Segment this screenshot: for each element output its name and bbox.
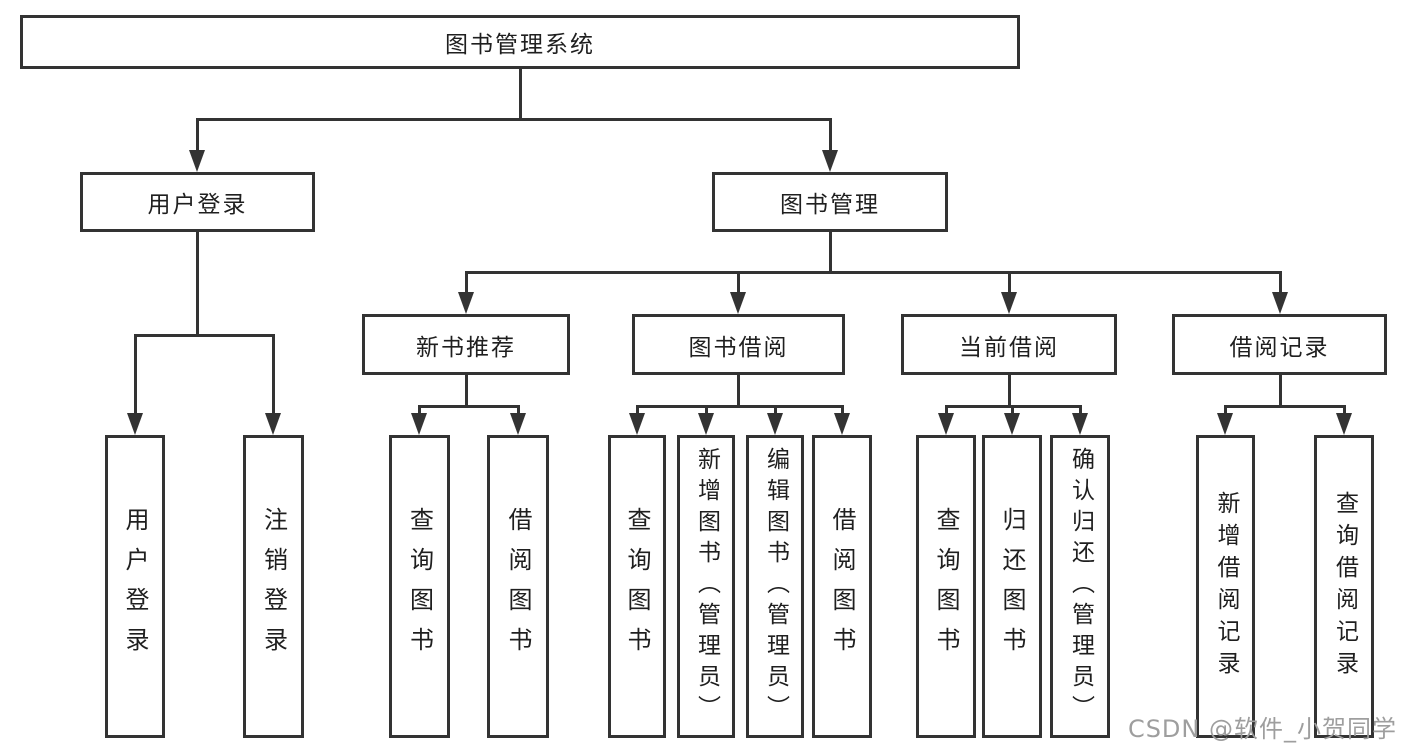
leaf-edit-books-admin: 编辑图书（管理员） — [746, 435, 804, 738]
leaf-label: 查询图书 — [623, 506, 651, 667]
connector-drop-confirm-return — [1078, 405, 1082, 417]
connector-drop-user-login-group — [195, 118, 199, 152]
arrow-query-current — [938, 413, 954, 435]
node-label: 当前借阅 — [959, 334, 1059, 361]
leaf-label: 编辑图书（管理员） — [762, 447, 789, 726]
leaf-query-books-borrow: 查询图书 — [608, 435, 666, 738]
arrow-confirm-return — [1072, 413, 1088, 435]
connector-drop-return-books — [1010, 405, 1014, 417]
arrow-borrow-books — [834, 413, 850, 435]
connector-drop-book-borrowing — [736, 271, 740, 294]
connector-book-borrowing-bus — [635, 405, 844, 408]
node-label: 图书管理系统 — [445, 32, 595, 58]
node-label: 图书借阅 — [688, 334, 789, 361]
leaf-label: 用户登录 — [121, 506, 149, 667]
arrow-return-books — [1004, 413, 1020, 435]
connector-drop-borrow-books — [840, 405, 844, 417]
connector-new-book-bus — [417, 405, 520, 408]
connector-new-book-stub — [464, 375, 468, 407]
csdn-watermark: CSDN @软件_小贺同学 — [1127, 715, 1397, 743]
connector-level2-bus — [195, 118, 832, 121]
arrow-query-record — [1336, 413, 1352, 435]
arrow-current-borrowing — [1001, 292, 1017, 314]
arrow-borrowing-records — [1272, 292, 1288, 314]
leaf-label: 确认归还（管理员） — [1067, 447, 1094, 726]
leaf-label: 查询图书 — [932, 506, 960, 667]
leaf-add-borrow-record: 新增借阅记录 — [1196, 435, 1255, 738]
connector-book-management-stub — [828, 232, 832, 273]
connector-drop-edit-books — [773, 405, 777, 417]
connector-drop-query-borrow — [635, 405, 639, 417]
arrow-new-book-recommendation — [458, 292, 474, 314]
leaf-query-borrow-record: 查询借阅记录 — [1314, 435, 1374, 738]
connector-current-borrowing-stub — [1007, 375, 1011, 407]
connector-drop-new-book — [464, 271, 468, 294]
node-library-system: 图书管理系统 — [20, 15, 1020, 69]
leaf-query-books-recommend: 查询图书 — [389, 435, 450, 738]
node-user-login-group: 用户登录 — [80, 172, 315, 232]
connector-drop-add-books — [704, 405, 708, 417]
leaf-label: 查询借阅记录 — [1331, 490, 1358, 683]
connector-drop-borrowing-records — [1278, 271, 1282, 294]
arrow-book-management — [822, 150, 838, 172]
arrow-add-books — [698, 413, 714, 435]
connector-drop-leaf-logout — [271, 334, 275, 415]
connector-root-stub — [518, 69, 522, 120]
arrow-user-login-group — [189, 150, 205, 172]
leaf-logout: 注销登录 — [243, 435, 304, 738]
arrow-edit-books — [767, 413, 783, 435]
arrow-leaf-logout — [265, 413, 281, 435]
node-book-borrowing: 图书借阅 — [632, 314, 845, 375]
connector-borrowing-records-bus — [1223, 405, 1346, 408]
arrow-add-record — [1217, 413, 1233, 435]
connector-drop-leaf-user-login — [133, 334, 137, 415]
node-label: 借阅记录 — [1229, 334, 1330, 361]
connector-user-login-bus — [133, 334, 275, 337]
leaf-user-login: 用户登录 — [105, 435, 165, 738]
leaf-return-books: 归还图书 — [982, 435, 1042, 738]
node-current-borrowing: 当前借阅 — [901, 314, 1117, 375]
arrow-book-borrowing — [730, 292, 746, 314]
connector-drop-book-management — [828, 118, 832, 152]
connector-drop-current-borrowing — [1007, 271, 1011, 294]
leaf-label: 注销登录 — [259, 506, 288, 667]
arrow-borrow-recommend — [510, 413, 526, 435]
leaf-label: 新增借阅记录 — [1213, 490, 1239, 683]
connector-drop-query-current — [944, 405, 948, 417]
leaf-add-books-admin: 新增图书（管理员） — [677, 435, 735, 738]
connector-book-borrowing-stub — [736, 375, 740, 407]
connector-drop-query-record — [1342, 405, 1346, 417]
leaf-label: 归还图书 — [998, 506, 1026, 667]
connector-drop-borrow-recommend — [516, 405, 520, 417]
arrow-query-borrow — [629, 413, 645, 435]
arrow-query-recommend — [411, 413, 427, 435]
node-new-book-recommendation: 新书推荐 — [362, 314, 570, 375]
connector-drop-add-record — [1223, 405, 1227, 417]
leaf-label: 新增图书（管理员） — [693, 447, 720, 726]
leaf-query-books-current: 查询图书 — [916, 435, 976, 738]
leaf-label: 查询图书 — [405, 506, 434, 667]
node-label: 图书管理 — [780, 192, 880, 218]
connector-level3-bus — [464, 271, 1282, 274]
node-book-management: 图书管理 — [712, 172, 948, 232]
node-label: 新书推荐 — [416, 334, 516, 361]
connector-borrowing-records-stub — [1278, 375, 1282, 407]
node-borrowing-records: 借阅记录 — [1172, 314, 1387, 375]
arrow-leaf-user-login — [127, 413, 143, 435]
node-label: 用户登录 — [147, 192, 248, 218]
connector-user-login-stub — [195, 232, 199, 336]
leaf-label: 借阅图书 — [504, 506, 532, 667]
leaf-borrow-books: 借阅图书 — [812, 435, 872, 738]
connector-drop-query-recommend — [417, 405, 421, 417]
leaf-label: 借阅图书 — [828, 506, 856, 667]
leaf-borrow-books-recommend: 借阅图书 — [487, 435, 549, 738]
leaf-confirm-return-admin: 确认归还（管理员） — [1050, 435, 1110, 738]
